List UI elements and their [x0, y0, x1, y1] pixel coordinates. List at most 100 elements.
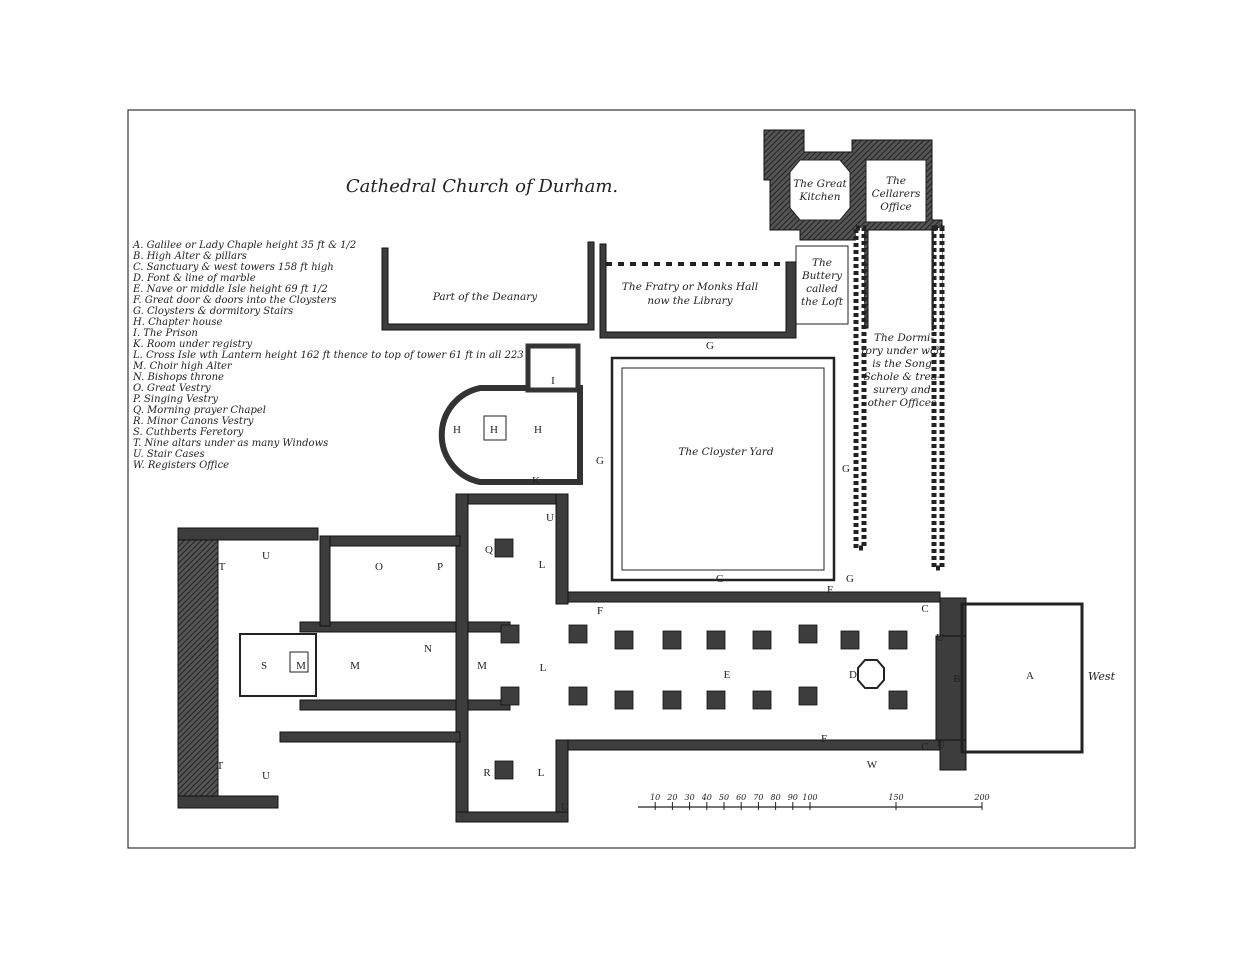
- legend-item: M. Choir high Alter: [132, 361, 233, 372]
- deanary: Part of the Deanary: [381, 241, 595, 331]
- scale-label: 100: [802, 793, 817, 802]
- svg-text:surery and: surery and: [873, 384, 931, 396]
- legend-item: F. Great door & doors into the Cloysters: [132, 295, 337, 306]
- scale-label: 40: [701, 793, 712, 802]
- nave-piers: [494, 538, 908, 780]
- svg-text:H: H: [490, 424, 498, 436]
- legend-item: K. Room under registry: [132, 339, 252, 350]
- pier: [706, 690, 726, 710]
- svg-text:F: F: [821, 733, 827, 745]
- pier: [798, 624, 818, 644]
- svg-text:G: G: [596, 455, 604, 467]
- legend-item: B. High Alter & pillars: [132, 251, 247, 262]
- fratry: The Fratry or Monks Hall now the Library: [599, 243, 797, 339]
- svg-text:G: G: [846, 573, 854, 585]
- svg-text:R: R: [483, 767, 491, 779]
- pier: [798, 686, 818, 706]
- legend-item: S. Cuthberts Feretory: [133, 427, 244, 438]
- legend-item: H. Chapter house: [132, 317, 222, 328]
- svg-text:H: H: [453, 424, 461, 436]
- svg-text:the Loft: the Loft: [801, 296, 844, 308]
- svg-text:A: A: [1026, 670, 1034, 682]
- scale-label: 80: [771, 793, 781, 802]
- svg-text:Kitchen: Kitchen: [798, 191, 840, 203]
- svg-text:The: The: [886, 175, 906, 187]
- svg-text:U: U: [262, 550, 270, 562]
- cloister: The Cloyster Yard: [610, 356, 836, 582]
- legend-item: W. Registers Office: [133, 460, 229, 471]
- svg-text:U: U: [262, 770, 270, 782]
- legend-item: L. Cross Isle wth Lantern height 162 ft …: [132, 350, 535, 361]
- svg-text:D: D: [849, 669, 857, 681]
- legend-item: P. Singing Vestry: [132, 394, 218, 405]
- chapter-house: [438, 343, 583, 485]
- svg-text:L: L: [538, 767, 545, 779]
- pier: [888, 690, 908, 710]
- scale-label: 200: [973, 793, 989, 802]
- svg-text:called: called: [806, 283, 838, 295]
- scale-label: 90: [788, 793, 798, 802]
- svg-text:L: L: [539, 559, 546, 571]
- svg-text:C: C: [921, 603, 928, 615]
- pier: [500, 624, 520, 644]
- svg-text:The Fratry or Monks Hall: The Fratry or Monks Hall: [622, 281, 758, 293]
- svg-text:H: H: [534, 424, 542, 436]
- svg-text:F: F: [597, 605, 603, 617]
- scale-label: 60: [736, 793, 746, 802]
- pier: [614, 690, 634, 710]
- svg-text:The Dormi-: The Dormi-: [874, 332, 934, 344]
- svg-text:Q: Q: [485, 544, 493, 556]
- svg-text:Buttery: Buttery: [801, 270, 843, 282]
- svg-text:U: U: [546, 512, 554, 524]
- pier: [494, 538, 514, 558]
- svg-text:Office: Office: [880, 201, 912, 213]
- svg-text:is the Song: is the Song: [872, 358, 932, 370]
- svg-text:Cellarers: Cellarers: [872, 188, 921, 200]
- scale-label: 20: [666, 793, 677, 802]
- svg-text:now the Library: now the Library: [647, 295, 733, 307]
- svg-text:P: P: [437, 561, 443, 573]
- svg-text:W: W: [867, 759, 878, 771]
- pier: [752, 630, 772, 650]
- svg-text:G: G: [706, 340, 714, 352]
- legend: A. Galilee or Lady Chaple height 35 ft &…: [132, 240, 535, 471]
- pier: [752, 690, 772, 710]
- svg-text:The Great: The Great: [793, 178, 847, 190]
- svg-text:S: S: [261, 660, 267, 672]
- pier: [706, 630, 726, 650]
- kitchen-complex: The Great Kitchen The Cellarers Office T…: [763, 129, 943, 331]
- svg-text:N: N: [424, 643, 432, 655]
- svg-text:U: U: [936, 632, 944, 644]
- cathedral: [177, 493, 1084, 823]
- svg-text:T: T: [217, 760, 224, 772]
- scale-label: 30: [685, 793, 695, 802]
- legend-item: T. Nine altars under as many Windows: [133, 438, 328, 449]
- svg-text:L: L: [540, 662, 547, 674]
- legend-item: I. The Prison: [132, 328, 198, 339]
- plan-title: Cathedral Church of Durham.: [346, 176, 618, 197]
- west-label: West: [1088, 670, 1116, 683]
- legend-item: Q. Morning prayer Chapel: [133, 405, 266, 416]
- svg-text:M: M: [296, 660, 306, 672]
- svg-text:B: B: [953, 673, 960, 685]
- legend-item: U. Stair Cases: [133, 449, 205, 460]
- legend-item: A. Galilee or Lady Chaple height 35 ft &…: [132, 240, 356, 251]
- legend-item: E. Nave or middle Isle height 69 ft 1/2: [132, 284, 328, 295]
- scale-label: 70: [753, 793, 763, 802]
- pier: [568, 624, 588, 644]
- svg-text:other Offices: other Offices: [868, 397, 937, 409]
- plan-letters: A B C C D E F F F G G G G G H H H I K L …: [217, 340, 1116, 813]
- dormitory: The Dormi- tory under wch is the Song Sc…: [853, 225, 945, 571]
- svg-text:O: O: [375, 561, 383, 573]
- svg-text:T: T: [219, 561, 226, 573]
- svg-text:Part of the Deanary: Part of the Deanary: [432, 291, 538, 303]
- svg-text:I: I: [551, 375, 555, 387]
- svg-text:The: The: [812, 257, 832, 269]
- scale-label: 150: [888, 793, 903, 802]
- svg-text:E: E: [724, 669, 731, 681]
- svg-text:U: U: [937, 739, 945, 751]
- pier: [662, 690, 682, 710]
- svg-text:C: C: [921, 741, 928, 753]
- svg-text:K: K: [532, 475, 540, 487]
